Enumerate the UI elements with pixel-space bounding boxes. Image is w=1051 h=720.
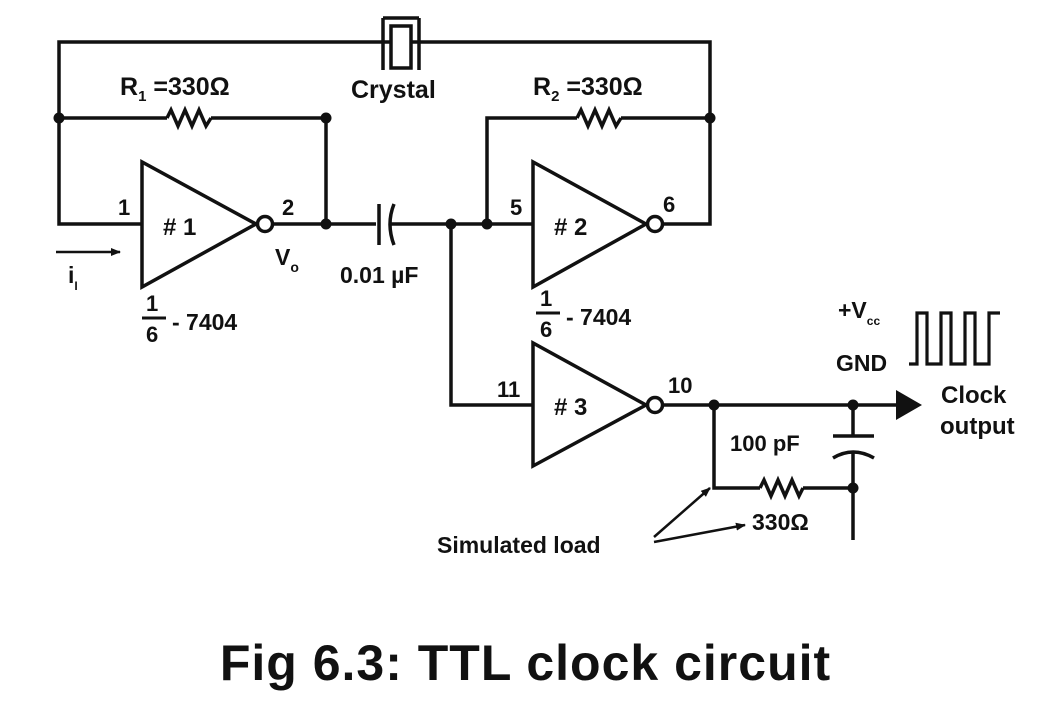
load-wire-left: [712, 405, 760, 490]
gate3-triangle: [531, 340, 650, 469]
pin10-label: 10: [668, 373, 692, 398]
fraction2-part-label: - 7404: [566, 304, 631, 330]
pin2-label: 2: [282, 195, 294, 220]
crystal-label: Crystal: [351, 76, 436, 104]
load-pointer-arrow-2: [653, 522, 746, 544]
figure-caption: Fig 6.3: TTL clock circuit: [219, 635, 832, 691]
gate1-triangle: [140, 159, 260, 290]
gate3-bubble: [645, 395, 665, 415]
gate2-label: # 2: [554, 214, 587, 241]
junction-dot: [53, 112, 65, 124]
load-resistor: [758, 475, 805, 501]
junction-dot: [847, 482, 859, 494]
gate1-input-wire: [57, 118, 142, 226]
junction-dot: [708, 399, 720, 411]
pin5-label: 5: [510, 195, 522, 220]
ii-label: iI: [68, 262, 78, 293]
load-cap-label: 100 pF: [730, 431, 800, 456]
gate2-triangle: [531, 159, 650, 290]
top-wire-right: [411, 40, 712, 118]
gate3-label: # 3: [554, 394, 587, 421]
load-pointer-arrow-1: [653, 487, 711, 538]
top-wire-left: [57, 40, 391, 118]
r2-resistor: [575, 105, 623, 131]
fraction2-denominator: 6: [540, 317, 552, 342]
square-wave-icon: [909, 311, 1000, 366]
coupling-cap-label: 0.01 µF: [340, 262, 418, 288]
r2-wire-left: [485, 116, 577, 224]
fraction1-numerator: 1: [146, 291, 158, 316]
gate1-bubble: [255, 214, 275, 234]
clock-label: Clock: [941, 382, 1007, 409]
pin1-label: 1: [118, 195, 130, 220]
junction-dot: [847, 399, 859, 411]
junction-dot: [320, 218, 332, 230]
gate3-input-wire: [449, 224, 533, 407]
junction-dot: [445, 218, 457, 230]
vcc-label: +Vcc: [838, 297, 880, 328]
crystal-icon: [381, 16, 421, 70]
output-label: output: [940, 413, 1015, 440]
pin6-label: 6: [663, 192, 675, 217]
r1-label: R1 =330Ω: [120, 73, 230, 105]
fraction2-numerator: 1: [540, 286, 552, 311]
junction-dot: [320, 112, 332, 124]
gnd-label: GND: [836, 350, 887, 376]
fraction1-denominator: 6: [146, 322, 158, 347]
vo-label: Vo: [275, 244, 299, 275]
clock-output-arrowhead: [896, 390, 922, 420]
gate1-label: # 1: [163, 214, 196, 241]
r2-label: R2 =330Ω: [533, 73, 643, 105]
junction-dot: [481, 218, 493, 230]
pin11-label: 11: [497, 377, 520, 402]
load-resistor-label: 330Ω: [752, 509, 809, 535]
gate2-output-wire: [663, 118, 712, 226]
r1-resistor: [165, 105, 213, 131]
simulated-load-label: Simulated load: [437, 532, 601, 558]
gate2-bubble: [645, 214, 665, 234]
fraction1-part-label: - 7404: [172, 309, 237, 335]
junction-dot: [704, 112, 716, 124]
